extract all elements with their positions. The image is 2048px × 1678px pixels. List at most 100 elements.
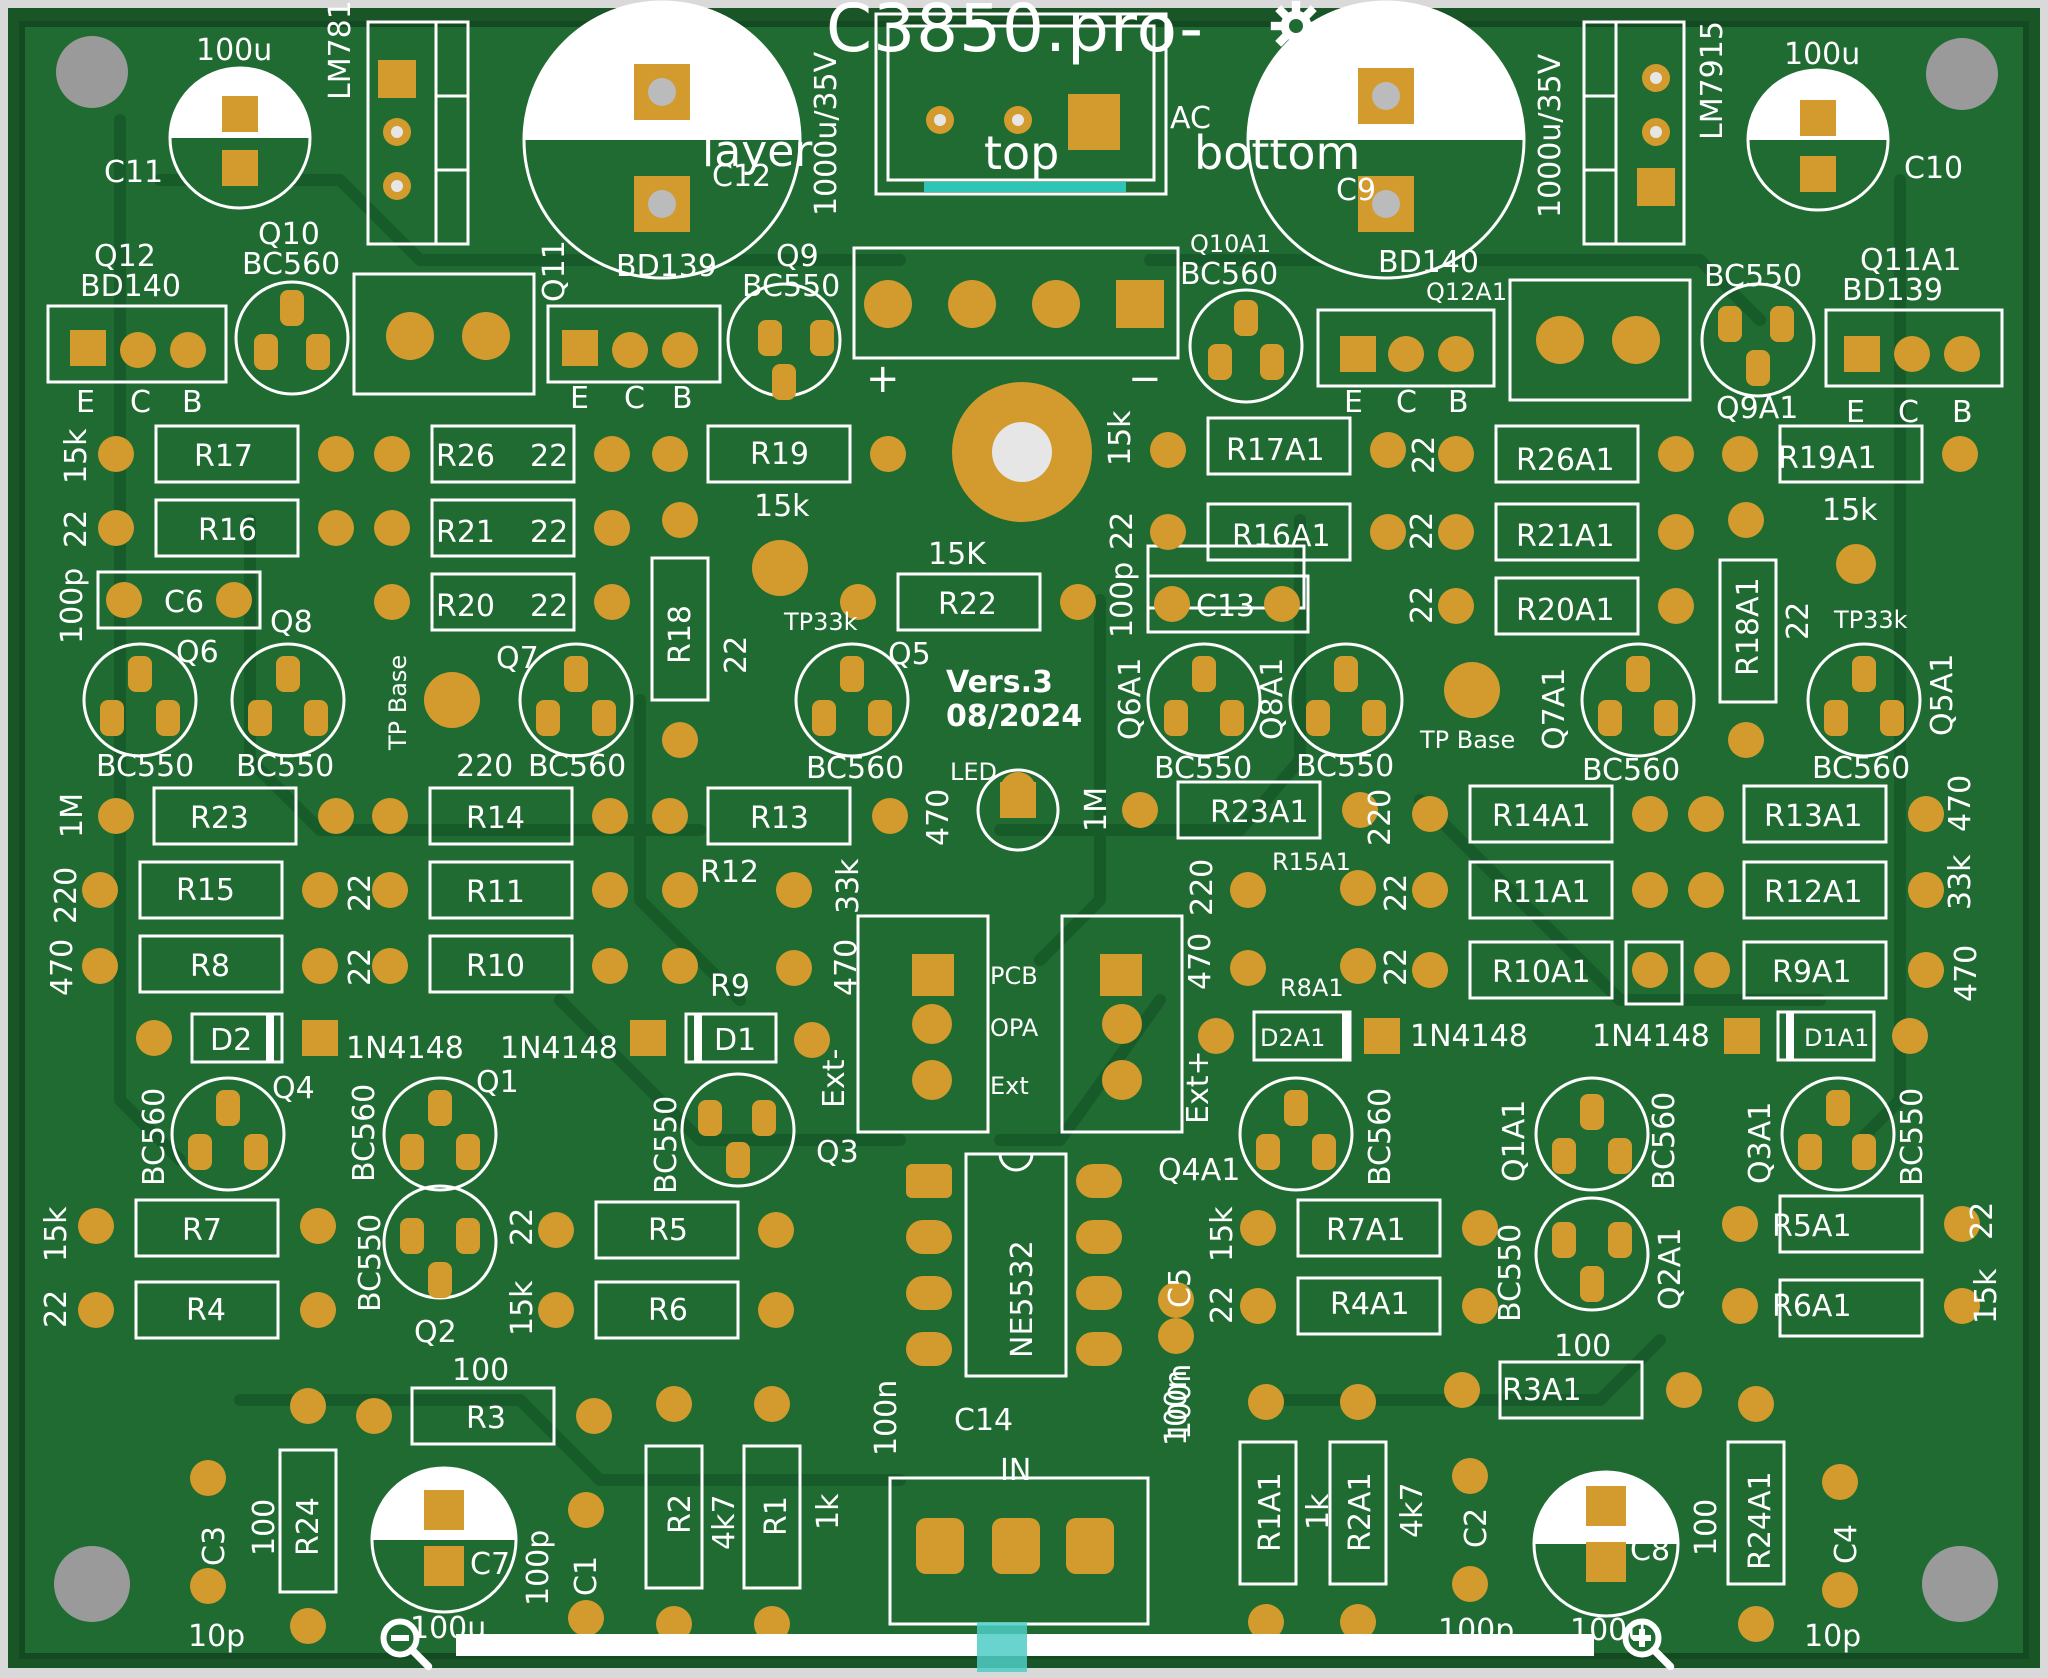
svg-text:22: 22 bbox=[343, 948, 378, 986]
svg-text:1M: 1M bbox=[55, 793, 90, 838]
svg-text:Q7: Q7 bbox=[496, 641, 539, 676]
svg-text:LM7815: LM7815 bbox=[323, 0, 358, 100]
svg-text:4k7: 4k7 bbox=[707, 1494, 742, 1550]
svg-text:R11: R11 bbox=[466, 875, 525, 910]
svg-text:R2: R2 bbox=[663, 1494, 698, 1534]
layer-top-button[interactable]: top bbox=[984, 126, 1060, 180]
svg-text:R24A1: R24A1 bbox=[1743, 1471, 1778, 1570]
svg-text:B: B bbox=[182, 385, 203, 420]
svg-text:220: 220 bbox=[1363, 789, 1398, 846]
svg-text:Q8: Q8 bbox=[270, 605, 313, 640]
svg-text:TP Base: TP Base bbox=[384, 655, 412, 751]
svg-text:R16: R16 bbox=[198, 513, 257, 548]
svg-text:NE5532: NE5532 bbox=[1005, 1240, 1040, 1358]
svg-text:100: 100 bbox=[1554, 1329, 1611, 1364]
zoom-in-icon[interactable] bbox=[1618, 1614, 1678, 1674]
svg-text:+: + bbox=[866, 356, 900, 402]
svg-text:C6: C6 bbox=[164, 585, 204, 620]
svg-text:BC560: BC560 bbox=[1180, 257, 1278, 292]
svg-text:10p: 10p bbox=[188, 1619, 245, 1654]
svg-text:BC550: BC550 bbox=[1493, 1224, 1528, 1322]
svg-text:22: 22 bbox=[39, 1290, 74, 1328]
svg-text:Q3: Q3 bbox=[816, 1135, 859, 1170]
svg-text:R15: R15 bbox=[176, 873, 235, 908]
svg-text:R14A1: R14A1 bbox=[1492, 799, 1591, 834]
svg-text:15k: 15k bbox=[39, 1206, 74, 1262]
svg-text:Q1: Q1 bbox=[476, 1065, 519, 1100]
svg-text:E: E bbox=[1846, 395, 1865, 430]
svg-text:220: 220 bbox=[456, 749, 513, 784]
cap-c11 bbox=[168, 66, 312, 210]
svg-text:Q5: Q5 bbox=[888, 637, 931, 672]
zoom-out-icon[interactable] bbox=[376, 1614, 436, 1674]
svg-text:R9A1: R9A1 bbox=[1772, 955, 1852, 990]
svg-text:Q4: Q4 bbox=[272, 1071, 315, 1106]
svg-text:−: − bbox=[1128, 356, 1162, 402]
svg-text:TP Base: TP Base bbox=[1419, 726, 1515, 754]
svg-text:Q10: Q10 bbox=[258, 217, 320, 252]
svg-text:AC: AC bbox=[1170, 101, 1211, 136]
svg-text:D1A1: D1A1 bbox=[1804, 1024, 1869, 1052]
svg-text:22: 22 bbox=[1405, 512, 1440, 550]
svg-text:Q6: Q6 bbox=[176, 635, 219, 670]
svg-text:R23: R23 bbox=[190, 801, 249, 836]
svg-text:BD140: BD140 bbox=[1378, 245, 1479, 280]
svg-text:Q2A1: Q2A1 bbox=[1653, 1228, 1688, 1310]
svg-text:15K: 15K bbox=[928, 537, 987, 572]
svg-text:E: E bbox=[1344, 385, 1363, 420]
svg-text:BC550: BC550 bbox=[1704, 259, 1802, 294]
svg-text:R5A1: R5A1 bbox=[1772, 1209, 1852, 1244]
svg-text:R10A1: R10A1 bbox=[1492, 955, 1591, 990]
svg-text:PCB: PCB bbox=[990, 962, 1038, 990]
svg-text:B: B bbox=[672, 381, 693, 416]
svg-text:15k: 15k bbox=[1969, 1268, 2004, 1324]
gear-icon[interactable] bbox=[1268, 0, 1324, 54]
svg-text:R20A1: R20A1 bbox=[1516, 593, 1615, 628]
svg-text:470: 470 bbox=[921, 789, 956, 846]
svg-text:C8: C8 bbox=[1630, 1533, 1670, 1568]
svg-text:C2: C2 bbox=[1459, 1508, 1494, 1548]
svg-text:22: 22 bbox=[719, 636, 754, 674]
svg-text:1N4148: 1N4148 bbox=[1592, 1019, 1710, 1054]
svg-text:100n: 100n bbox=[1163, 1364, 1198, 1440]
layer-bottom-button[interactable]: bottom bbox=[1194, 126, 1361, 180]
svg-text:E: E bbox=[570, 381, 589, 416]
svg-text:22: 22 bbox=[505, 1208, 540, 1246]
svg-text:R7A1: R7A1 bbox=[1326, 1213, 1406, 1248]
svg-text:R3A1: R3A1 bbox=[1502, 1373, 1582, 1408]
svg-text:R1: R1 bbox=[759, 1496, 794, 1536]
svg-text:470: 470 bbox=[45, 939, 80, 996]
svg-text:470: 470 bbox=[829, 939, 864, 996]
cap-c7 bbox=[370, 1466, 518, 1614]
svg-text:B: B bbox=[1448, 385, 1469, 420]
svg-text:BC560: BC560 bbox=[347, 1084, 382, 1182]
svg-text:C7: C7 bbox=[470, 1547, 510, 1582]
svg-text:R7: R7 bbox=[182, 1213, 222, 1248]
svg-text:BC550: BC550 bbox=[1154, 751, 1252, 786]
svg-text:BC550: BC550 bbox=[353, 1214, 388, 1312]
svg-text:R10: R10 bbox=[466, 949, 525, 984]
svg-text:R12: R12 bbox=[700, 855, 759, 890]
svg-text:C3: C3 bbox=[197, 1526, 232, 1566]
svg-text:D2: D2 bbox=[210, 1023, 252, 1058]
svg-text:LED: LED bbox=[950, 758, 997, 786]
svg-text:BD139: BD139 bbox=[616, 249, 717, 284]
svg-text:100p: 100p bbox=[1105, 562, 1140, 638]
svg-text:33k: 33k bbox=[831, 858, 866, 914]
svg-text:Q6A1: Q6A1 bbox=[1113, 658, 1148, 740]
svg-text:Q8A1: Q8A1 bbox=[1255, 658, 1290, 740]
cap-c8 bbox=[1532, 1470, 1680, 1618]
svg-text:C12: C12 bbox=[712, 159, 771, 194]
svg-text:C11: C11 bbox=[104, 155, 163, 190]
svg-text:22: 22 bbox=[1405, 586, 1440, 624]
svg-text:Q1A1: Q1A1 bbox=[1497, 1100, 1532, 1182]
svg-text:TP33k: TP33k bbox=[783, 608, 858, 636]
svg-text:BD139: BD139 bbox=[1842, 273, 1943, 308]
svg-text:C: C bbox=[624, 381, 645, 416]
ic-ne5532 bbox=[906, 1152, 1122, 1378]
zoom-slider-thumb[interactable] bbox=[977, 1622, 1028, 1672]
svg-text:Q3A1: Q3A1 bbox=[1743, 1102, 1778, 1184]
svg-text:R18: R18 bbox=[663, 605, 698, 664]
svg-text:R22: R22 bbox=[938, 587, 997, 622]
